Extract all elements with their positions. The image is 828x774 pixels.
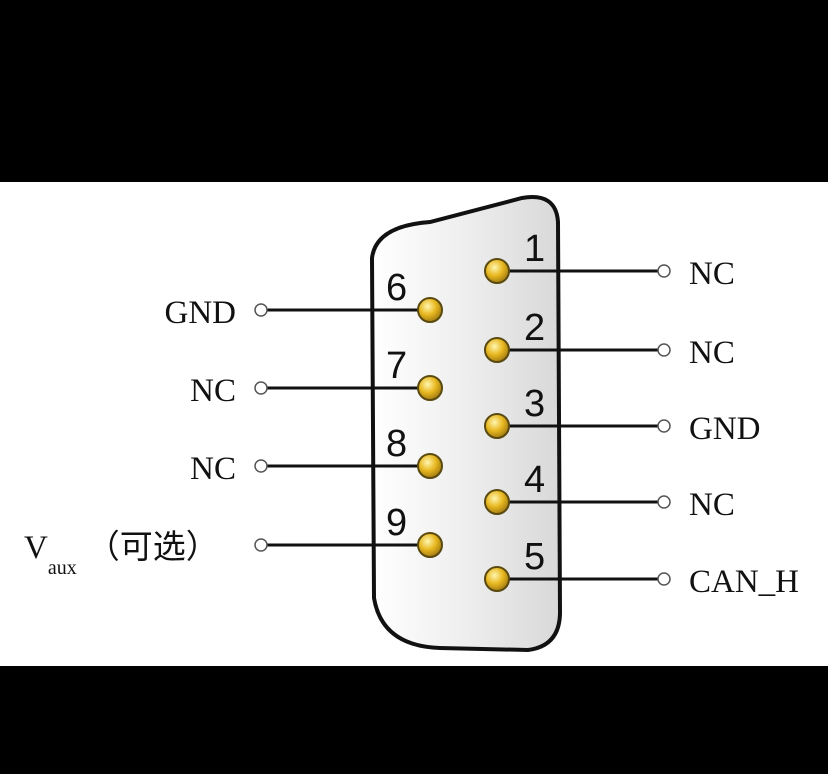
pin-label-4: NC <box>689 487 735 523</box>
pin-9 <box>417 532 443 558</box>
pin-4 <box>484 489 510 515</box>
pin-number-2: 2 <box>524 307 545 349</box>
pin-3 <box>484 413 510 439</box>
terminal-pin-9 <box>254 538 268 552</box>
pin-number-6: 6 <box>386 267 407 309</box>
terminal-pin-4 <box>657 495 671 509</box>
terminal-pin-2 <box>657 343 671 357</box>
terminal-pin-1 <box>657 264 671 278</box>
pin-8 <box>417 453 443 479</box>
pin-number-9: 9 <box>386 502 407 544</box>
pin-2 <box>484 337 510 363</box>
pin-5 <box>484 566 510 592</box>
pin-6 <box>417 297 443 323</box>
pin-1 <box>484 258 510 284</box>
terminal-pin-3 <box>657 419 671 433</box>
pin-label-2: NC <box>689 335 735 371</box>
pin-label-7: NC <box>190 373 236 409</box>
pin-number-5: 5 <box>524 536 545 578</box>
pin-label-sub: aux <box>48 557 77 579</box>
pin-label-6: GND <box>165 295 237 331</box>
pin-label-suffix: （可选） <box>87 530 219 566</box>
pin-number-8: 8 <box>386 423 407 465</box>
pin-label-1: NC <box>689 256 735 292</box>
terminal-pin-8 <box>254 459 268 473</box>
pin-number-3: 3 <box>524 383 545 425</box>
terminal-pin-6 <box>254 303 268 317</box>
pin-label-9: Vaux （可选） <box>24 530 219 579</box>
pin-label-8: NC <box>190 451 236 487</box>
pin-number-1: 1 <box>524 228 545 270</box>
pin-label-main: V <box>24 530 48 566</box>
pin-7 <box>417 375 443 401</box>
pin-number-4: 4 <box>524 459 545 501</box>
pin-number-7: 7 <box>386 345 407 387</box>
pin-label-5: CAN_H <box>689 564 799 600</box>
terminal-pin-7 <box>254 381 268 395</box>
pin-label-3: GND <box>689 411 761 447</box>
terminal-pin-5 <box>657 572 671 586</box>
